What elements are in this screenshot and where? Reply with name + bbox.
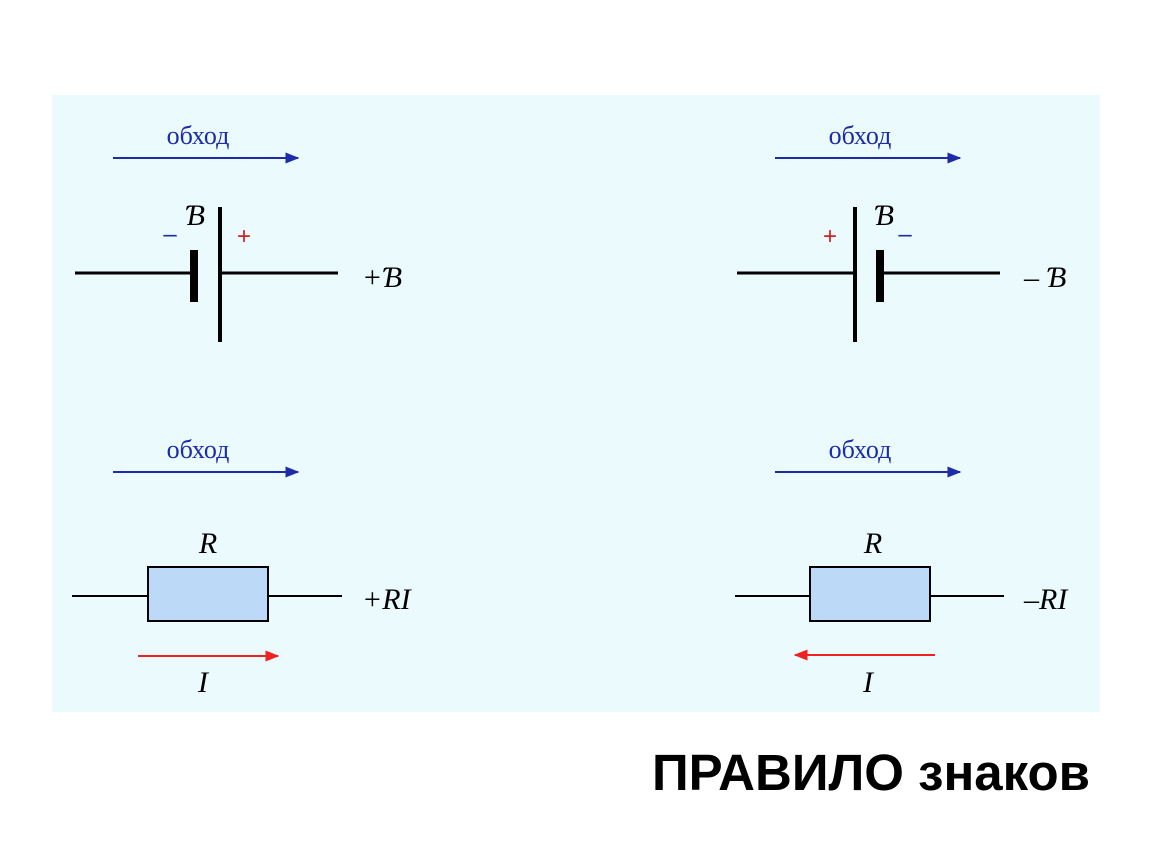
emf-result: – Ɓ bbox=[1023, 261, 1067, 294]
voltage-result: –RI bbox=[1023, 583, 1069, 616]
resistor-case-left: обход R +RI I bbox=[72, 435, 413, 699]
current-label: I bbox=[197, 666, 210, 699]
resistor-body bbox=[147, 566, 269, 622]
emf-symbol: Ɓ bbox=[874, 199, 894, 232]
emf-symbol: Ɓ bbox=[185, 199, 205, 232]
current-label: I bbox=[862, 666, 875, 699]
voltage-result: +RI bbox=[362, 583, 413, 616]
plus-sign: + bbox=[823, 223, 837, 250]
minus-sign: – bbox=[898, 221, 912, 248]
battery-case-right: обход Ɓ + – – Ɓ bbox=[737, 121, 1067, 342]
battery-case-left: обход Ɓ – + +Ɓ bbox=[75, 121, 402, 342]
battery-short-plate bbox=[190, 250, 198, 302]
resistor-case-right: обход R –RI I bbox=[735, 435, 1069, 699]
traverse-label: обход bbox=[167, 435, 230, 464]
emf-result: +Ɓ bbox=[362, 261, 402, 294]
plus-sign: + bbox=[237, 223, 251, 250]
resistor-body bbox=[809, 566, 931, 622]
resistor-label: R bbox=[863, 527, 882, 560]
slide-title: ПРАВИЛО знаков bbox=[651, 744, 1090, 801]
minus-sign: – bbox=[163, 221, 177, 248]
resistor-label: R bbox=[198, 527, 217, 560]
battery-short-plate bbox=[876, 250, 884, 302]
traverse-label: обход bbox=[167, 121, 230, 150]
traverse-label: обход bbox=[829, 121, 892, 150]
traverse-label: обход bbox=[829, 435, 892, 464]
